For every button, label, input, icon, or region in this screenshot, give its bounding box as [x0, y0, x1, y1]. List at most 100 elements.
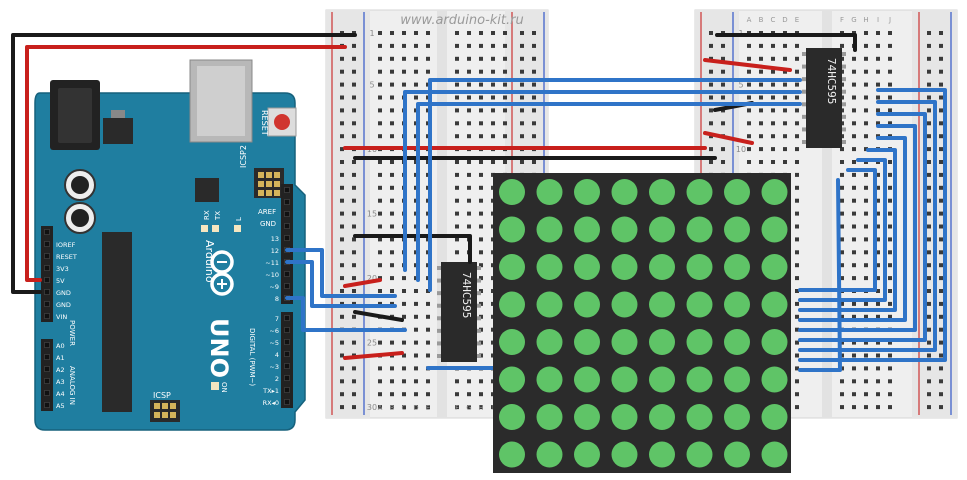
column-letter: I — [877, 16, 879, 24]
matrix-led — [761, 179, 788, 205]
wire-left-black-jumper — [353, 310, 404, 322]
wire-right-out-4 — [798, 124, 917, 332]
header-pin[interactable] — [44, 253, 50, 259]
header-pin[interactable] — [44, 313, 50, 319]
wire-right-red-jumper-1 — [703, 58, 792, 72]
matrix-led — [574, 291, 600, 318]
column-letter: E — [795, 16, 799, 24]
matrix-led — [761, 291, 788, 318]
row-number: 10 — [736, 145, 746, 154]
header-pin[interactable] — [284, 211, 290, 217]
matrix-led — [499, 329, 525, 355]
matrix-led — [649, 404, 675, 430]
usb-chip — [195, 178, 219, 202]
matrix-led — [761, 404, 788, 430]
icsp-label: ICSP — [153, 391, 171, 400]
header-pin[interactable] — [284, 339, 290, 345]
shift-register-right-label: 74HC595 — [825, 58, 838, 104]
arduino-uno-board: RESET ICSP2 ICSP RX TX L ON — [34, 59, 306, 431]
header-pin[interactable] — [44, 229, 50, 235]
wire-left-gnd-jumper — [353, 234, 472, 264]
matrix-led — [499, 366, 525, 393]
header-pin[interactable] — [44, 241, 50, 247]
matrix-led — [724, 366, 750, 393]
matrix-led — [611, 291, 638, 318]
column-letter: F — [455, 404, 459, 412]
matrix-led — [649, 291, 675, 318]
header-pin[interactable] — [284, 363, 290, 369]
row-number: 15 — [367, 210, 377, 219]
header-pin[interactable] — [44, 390, 50, 396]
header-pin[interactable] — [44, 402, 50, 408]
pin-label: 13 — [271, 235, 279, 243]
matrix-led — [499, 404, 525, 430]
matrix-led — [536, 254, 563, 280]
tx-label: TX — [214, 211, 222, 221]
matrix-led — [536, 366, 563, 393]
header-pin[interactable] — [44, 342, 50, 348]
header-pin[interactable] — [284, 187, 290, 193]
reset-label: RESET — [260, 110, 269, 136]
header-pin[interactable] — [44, 366, 50, 372]
icsp2-header — [254, 168, 284, 198]
matrix-led — [761, 216, 788, 243]
matrix-led — [724, 254, 750, 280]
column-letter: A — [378, 404, 383, 412]
header-pin[interactable] — [284, 387, 290, 393]
header-pin[interactable] — [44, 301, 50, 307]
header-pin[interactable] — [284, 199, 290, 205]
header-pin[interactable] — [44, 354, 50, 360]
header-pin[interactable] — [44, 378, 50, 384]
header-pin[interactable] — [44, 277, 50, 283]
row-number: 1 — [369, 29, 374, 38]
reset-button-cap — [274, 114, 290, 130]
matrix-led — [686, 329, 713, 355]
matrix-led — [649, 216, 675, 243]
header-pin[interactable] — [44, 289, 50, 295]
wire-pin12 — [285, 248, 397, 298]
matrix-led — [686, 291, 713, 318]
pin-label: A0 — [56, 342, 65, 350]
matrix-led — [611, 404, 638, 430]
column-letter: J — [888, 16, 891, 24]
matrix-led — [724, 441, 750, 468]
header-pin[interactable] — [284, 223, 290, 229]
analog-in-label: ANALOG IN — [68, 366, 76, 405]
pin-label: 2 — [275, 375, 279, 383]
header-pin[interactable] — [284, 315, 290, 321]
matrix-led — [649, 179, 675, 205]
header-pin[interactable] — [284, 375, 290, 381]
matrix-led — [536, 291, 563, 318]
header-pin[interactable] — [284, 283, 290, 289]
tx-led — [212, 225, 219, 232]
matrix-led — [724, 216, 750, 243]
header-pin[interactable] — [44, 265, 50, 271]
matrix-led — [611, 216, 638, 243]
matrix-led — [611, 366, 638, 393]
wire-right-out-1 — [798, 88, 947, 362]
watermark: www.arduino-kit.ru — [400, 13, 523, 28]
pin-label: VIN — [56, 313, 67, 321]
row-number: 30 — [367, 403, 377, 412]
uno-model-label: UNO — [205, 318, 233, 378]
pin-label: 5V — [56, 277, 65, 285]
column-letter: F — [840, 16, 844, 24]
header-pin[interactable] — [284, 271, 290, 277]
matrix-led — [724, 291, 750, 318]
header-pin[interactable] — [284, 327, 290, 333]
gnd-top-label: GND — [260, 220, 276, 228]
analog-header — [41, 339, 53, 411]
column-letter: B — [759, 16, 764, 24]
matrix-led — [499, 254, 525, 280]
header-pin[interactable] — [284, 399, 290, 405]
aref-label: AREF — [258, 208, 276, 216]
header-pin[interactable] — [284, 235, 290, 241]
pin-label: A3 — [56, 378, 65, 386]
column-letter: C — [402, 404, 407, 412]
wire-5v — [25, 45, 347, 282]
l-label: L — [235, 217, 243, 221]
header-pin[interactable] — [284, 351, 290, 357]
